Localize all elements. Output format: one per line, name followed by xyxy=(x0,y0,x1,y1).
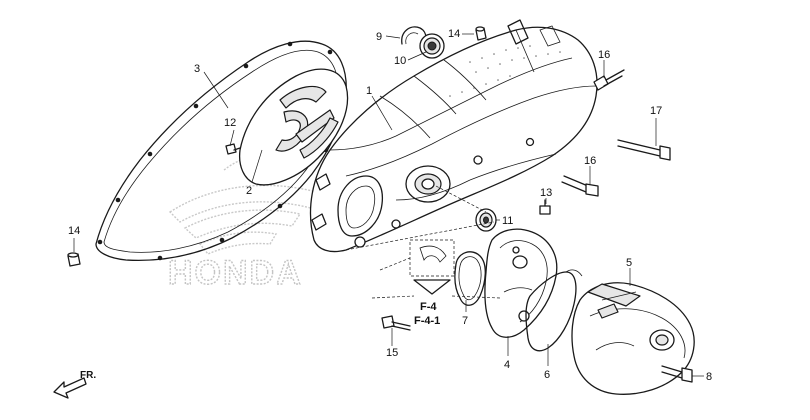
part-4-cover xyxy=(484,228,558,338)
part-2-inner-plate xyxy=(238,68,349,186)
callout-16-top: 16 xyxy=(598,49,610,61)
callout-3: 3 xyxy=(194,63,200,75)
part-7-gasket xyxy=(454,251,486,306)
part-15-bolt xyxy=(381,315,411,331)
callout-1: 1 xyxy=(366,85,372,97)
callout-9: 9 xyxy=(376,31,382,43)
callout-16-middle: 16 xyxy=(584,155,596,167)
callout-6: 6 xyxy=(544,369,550,381)
part-12-bolt xyxy=(225,143,241,155)
part-13-bolt xyxy=(539,199,551,215)
part-5-outer-cover xyxy=(571,282,695,395)
honda-watermark-text: HONDA xyxy=(168,254,303,292)
callout-10: 10 xyxy=(394,55,406,67)
part-17-bolt xyxy=(617,139,671,161)
reference-box xyxy=(409,239,455,295)
callout-5: 5 xyxy=(626,257,632,269)
callout-2: 2 xyxy=(246,185,252,197)
callout-17: 17 xyxy=(650,105,662,117)
callout-13: 13 xyxy=(540,187,552,199)
callout-14-left: 14 xyxy=(68,225,80,237)
callout-14-top: 14 xyxy=(448,28,460,40)
part-10-bearing xyxy=(419,33,445,59)
part-6-seal xyxy=(525,269,583,352)
reference-label-f4: F-4 xyxy=(420,301,437,313)
callout-15: 15 xyxy=(386,347,398,359)
part-14-dowel-pin-left xyxy=(67,252,81,267)
part-16-bolt-middle xyxy=(561,175,599,197)
leader-lines xyxy=(73,33,704,377)
part-8-bolt xyxy=(661,365,693,383)
fr-label: FR. xyxy=(80,370,96,381)
callouts: 1 2 3 4 5 6 7 8 9 10 11 12 13 14 14 15 1… xyxy=(68,28,712,383)
callout-4: 4 xyxy=(504,359,510,371)
callout-8: 8 xyxy=(706,371,712,383)
part-16-bolt-top xyxy=(593,69,625,91)
part-11-oil-seal xyxy=(475,208,497,232)
part-1-main-cover xyxy=(309,19,598,253)
callout-7: 7 xyxy=(462,315,468,327)
front-direction-arrow: FR. xyxy=(53,370,96,399)
callout-11: 11 xyxy=(502,215,513,227)
callout-12: 12 xyxy=(224,117,236,129)
part-14-dowel-pin-top xyxy=(475,26,487,41)
reference-label-f4-1: F-4-1 xyxy=(414,315,440,327)
